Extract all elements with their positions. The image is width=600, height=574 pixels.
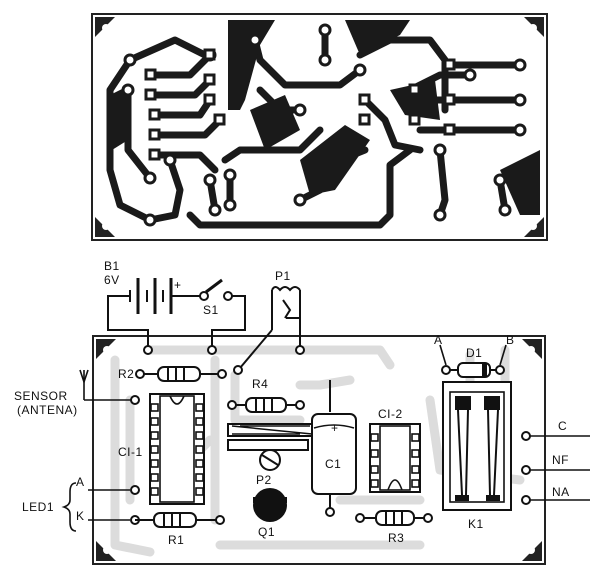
q1-label: Q1 [258,525,275,539]
component-placement: B1 6V + S1 P1 [14,259,590,565]
c1-label: C1 [325,457,341,471]
sensor-label: SENSOR [14,389,68,403]
led-label: LED1 [22,500,54,514]
r2-label: R2 [118,367,134,381]
ic-ci1 [149,393,205,505]
transistor-q1 [253,488,287,522]
ci2-label: CI-2 [378,407,403,421]
switch-label: S1 [203,303,219,317]
pcb-copper-layout [91,13,548,241]
resistor-r2 [135,366,227,382]
terminal-a-label: A [434,333,443,347]
battery-b1 [107,278,200,348]
capacitor-c1 [311,380,357,517]
pot1-label: P1 [275,269,291,283]
potentiometer-p1 [239,286,301,369]
trimmer-p2 [227,423,317,471]
r4-label: R4 [252,377,268,391]
contact-na-label: NA [552,485,570,499]
c1-plus-label: + [331,421,339,435]
led-anode-label: A [76,475,85,489]
antenna-icon [79,369,135,401]
p2-label: P2 [256,473,272,487]
resistor-r1 [135,512,225,528]
resistor-r4 [227,397,305,413]
diode-d1 [441,362,505,378]
ci1-label: CI-1 [118,445,143,459]
resistor-r3 [355,510,433,526]
led-brace [61,482,130,532]
battery-voltage-label: 6V [104,273,120,287]
d1-label: D1 [466,346,482,360]
ic-ci2 [369,423,421,493]
led-cathode-label: K [76,509,85,523]
relay-k1 [442,381,512,511]
battery-plus-label: + [174,278,182,292]
terminal-b-label: B [506,333,515,347]
antenna-label: (ANTENA) [17,403,78,417]
switch-s1 [199,278,246,348]
relay-label: K1 [468,517,484,531]
battery-label: B1 [104,259,120,273]
contact-nf-label: NF [552,453,569,467]
r1-label: R1 [168,533,184,547]
r3-label: R3 [388,531,404,545]
contact-c-label: C [558,419,567,433]
